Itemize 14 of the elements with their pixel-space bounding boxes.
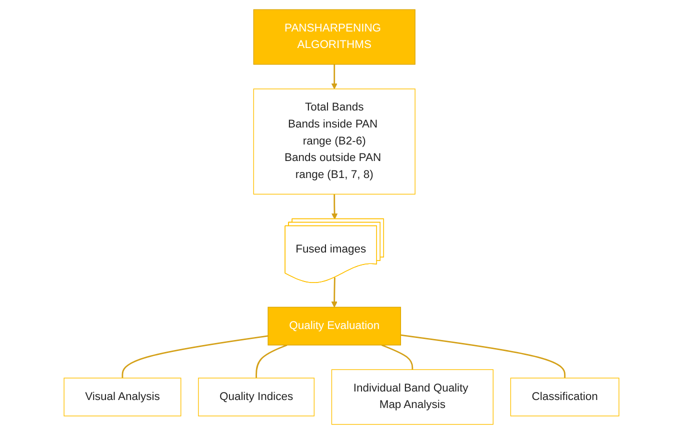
connector bbox=[400, 334, 566, 378]
node-box: Classification bbox=[510, 378, 620, 416]
node-box: Quality Indices bbox=[198, 378, 315, 416]
node-box: Total Bands Bands inside PAN range (B2-6) Bands outside PAN range (B1, 7, 8) bbox=[253, 88, 416, 195]
connector bbox=[122, 335, 268, 378]
node-box: Individual Band Quality Map Analysis bbox=[331, 369, 494, 425]
node-box: Visual Analysis bbox=[64, 378, 182, 416]
node-box: PANSHARPENING ALGORITHMS bbox=[253, 9, 416, 65]
arrow bbox=[331, 194, 338, 220]
connector bbox=[381, 344, 414, 370]
connector bbox=[256, 344, 288, 378]
node-box: Quality Evaluation bbox=[268, 306, 402, 346]
arrow bbox=[331, 64, 338, 90]
arrow bbox=[331, 277, 338, 308]
